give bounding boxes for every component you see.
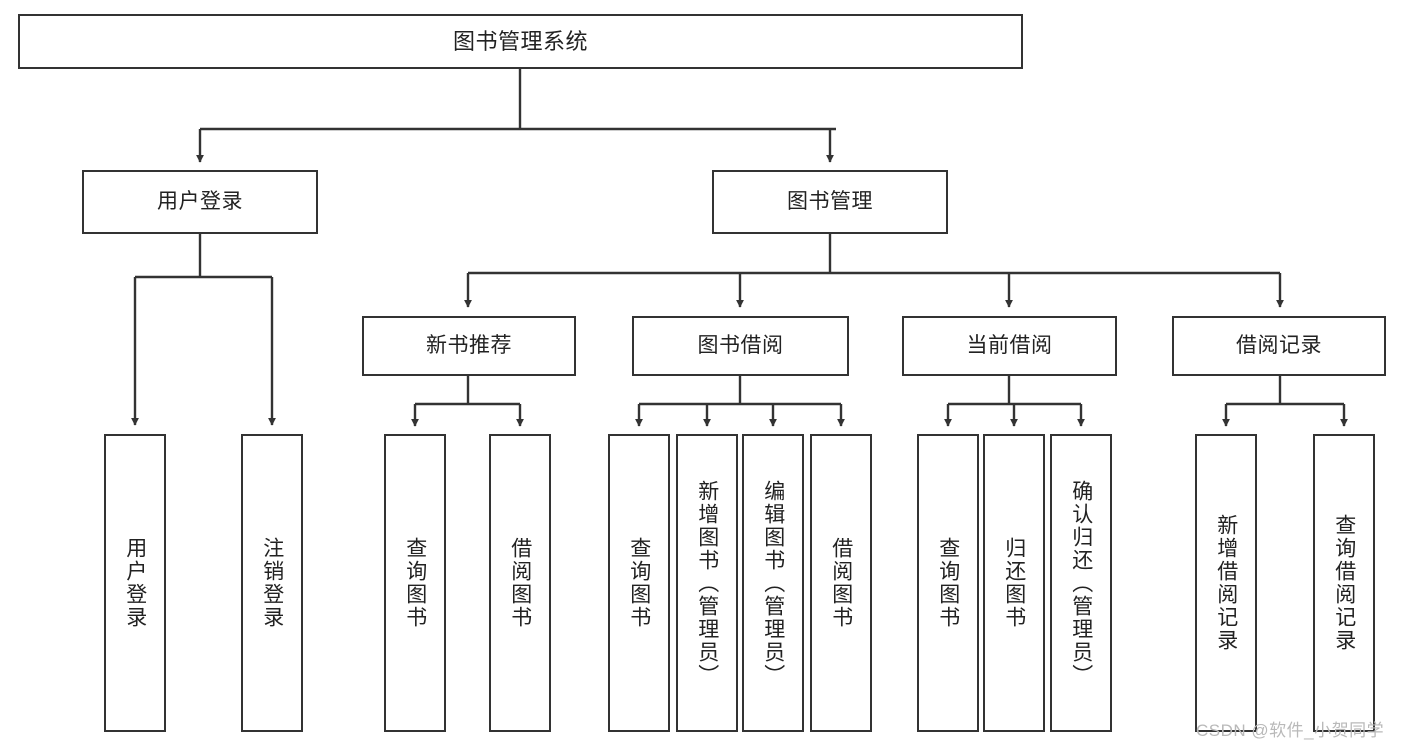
- node-root-book-management-system[interactable]: 图书管理系统: [18, 14, 1023, 69]
- node-leaf-borrow-book-recommendation[interactable]: 借阅图书: [489, 434, 551, 732]
- node-leaf-borrow-book[interactable]: 借阅图书: [810, 434, 872, 732]
- node-leaf-query-book-borrow[interactable]: 查询图书: [608, 434, 670, 732]
- node-book-management[interactable]: 图书管理: [712, 170, 948, 234]
- node-label: 新增图书（管理员）: [695, 479, 719, 687]
- node-label: 图书管理: [787, 189, 873, 213]
- node-leaf-user-login[interactable]: 用户登录: [104, 434, 166, 732]
- node-leaf-edit-book-admin[interactable]: 编辑图书（管理员）: [742, 434, 804, 732]
- node-current-borrow[interactable]: 当前借阅: [902, 316, 1117, 376]
- node-new-book-recommendation[interactable]: 新书推荐: [362, 316, 576, 376]
- node-label: 编辑图书（管理员）: [761, 479, 785, 687]
- node-book-borrow[interactable]: 图书借阅: [632, 316, 849, 376]
- node-label: 查询图书: [627, 537, 651, 629]
- node-leaf-add-borrow-record[interactable]: 新增借阅记录: [1195, 434, 1257, 732]
- node-label: 新书推荐: [426, 333, 512, 357]
- node-label: 借阅记录: [1236, 333, 1322, 357]
- node-borrow-record[interactable]: 借阅记录: [1172, 316, 1386, 376]
- node-label: 查询图书: [403, 537, 427, 629]
- node-leaf-logout[interactable]: 注销登录: [241, 434, 303, 732]
- node-leaf-query-borrow-record[interactable]: 查询借阅记录: [1313, 434, 1375, 732]
- node-label: 图书借阅: [697, 333, 784, 357]
- node-label: 查询图书: [936, 537, 960, 629]
- node-user-login[interactable]: 用户登录: [82, 170, 318, 234]
- node-label: 确认归还（管理员）: [1069, 479, 1093, 687]
- node-label: 用户登录: [157, 189, 243, 213]
- node-label: 借阅图书: [508, 537, 532, 629]
- watermark-text: CSDN @软件_小贺同学: [1196, 721, 1385, 740]
- node-label: 图书管理系统: [452, 28, 588, 54]
- node-leaf-query-book-current[interactable]: 查询图书: [917, 434, 979, 732]
- node-label: 借阅图书: [829, 537, 853, 629]
- node-label: 查询借阅记录: [1332, 514, 1356, 652]
- node-leaf-query-book-recommendation[interactable]: 查询图书: [384, 434, 446, 732]
- node-leaf-confirm-return-admin[interactable]: 确认归还（管理员）: [1050, 434, 1112, 732]
- node-label: 用户登录: [123, 537, 147, 629]
- node-label: 归还图书: [1002, 537, 1026, 629]
- node-leaf-add-book-admin[interactable]: 新增图书（管理员）: [676, 434, 738, 732]
- node-label: 注销登录: [260, 537, 284, 629]
- node-label: 当前借阅: [966, 333, 1053, 357]
- node-label: 新增借阅记录: [1214, 514, 1238, 652]
- node-leaf-return-book[interactable]: 归还图书: [983, 434, 1045, 732]
